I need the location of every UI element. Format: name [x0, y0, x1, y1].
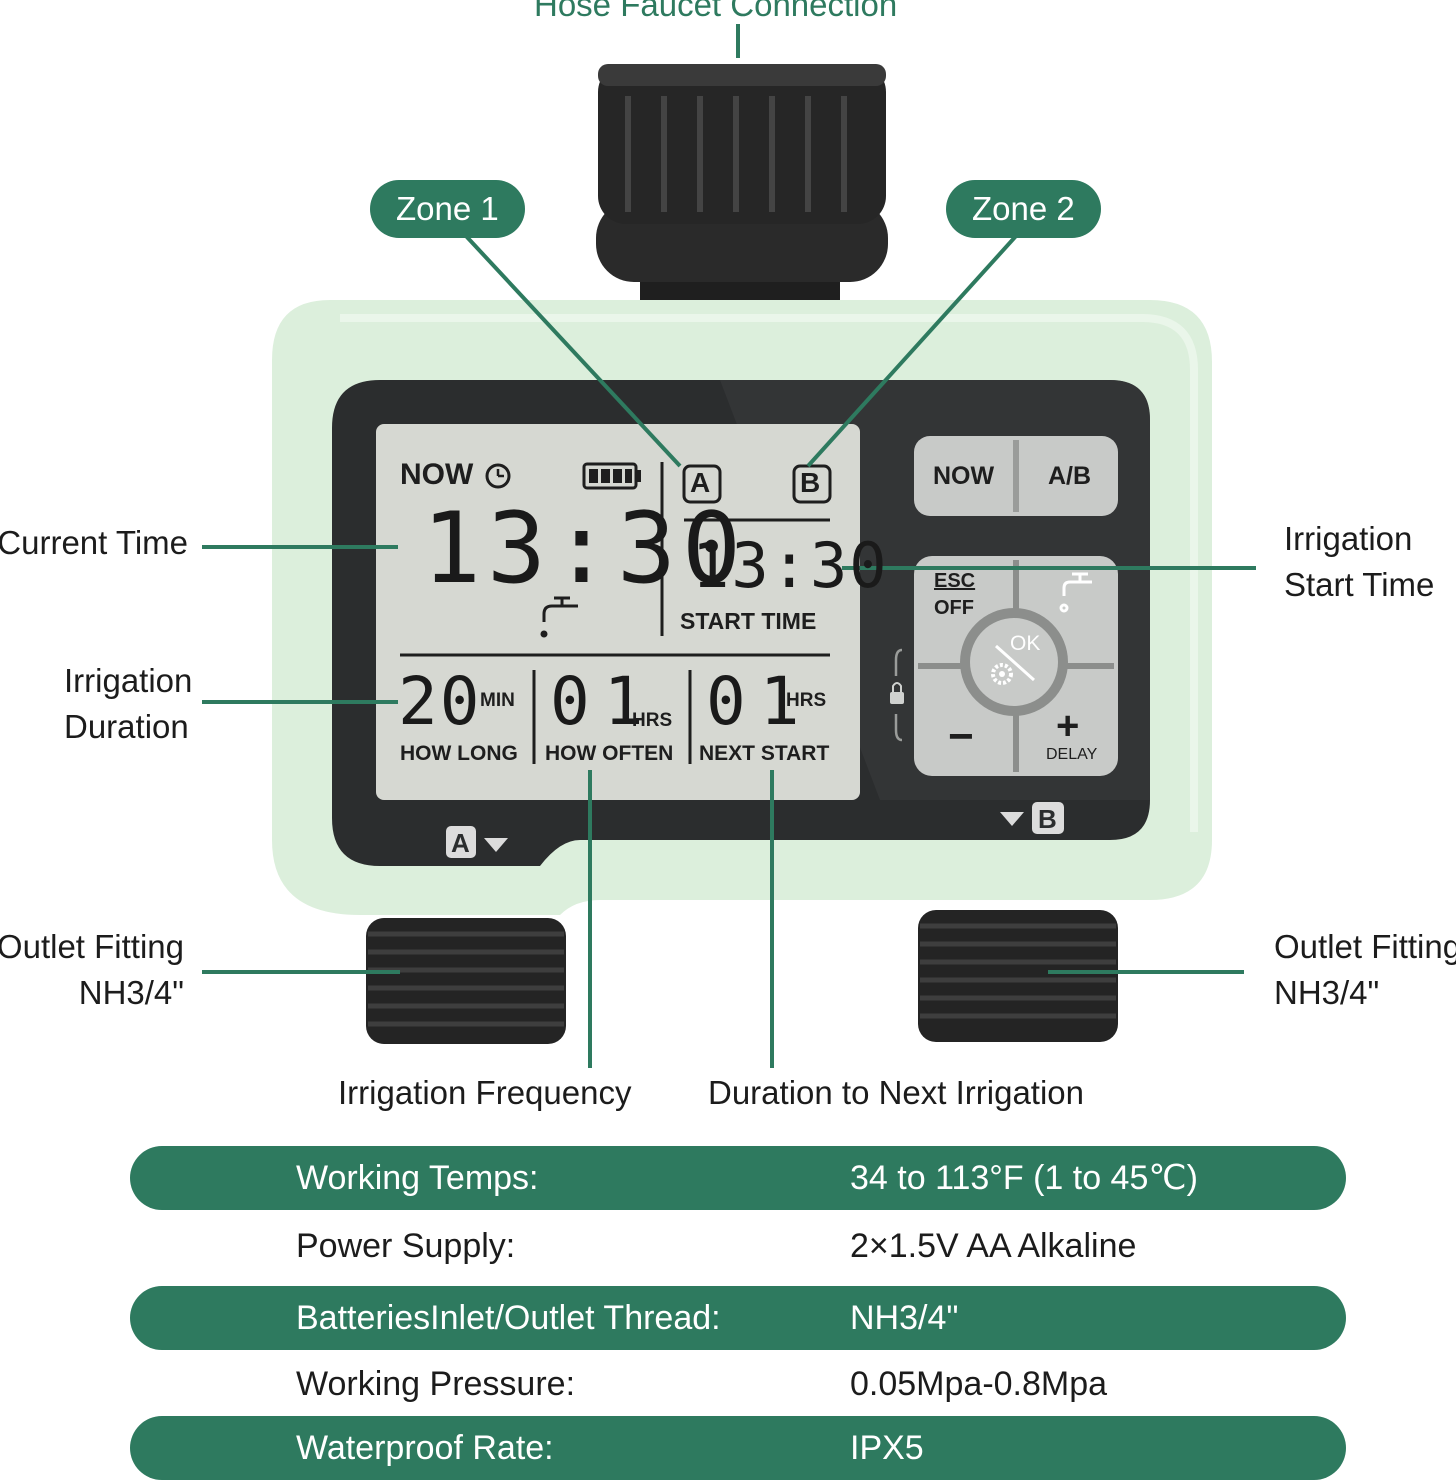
off-label: OFF [934, 597, 974, 619]
outlet-b-mark-letter: B [1038, 804, 1057, 834]
spec-key: Waterproof Rate: [296, 1429, 554, 1467]
lock-icon [890, 648, 904, 742]
now-button[interactable]: NOW [933, 462, 995, 490]
manual-water-icon [1059, 572, 1092, 613]
spec-row: Working Pressure: 0.05Mpa-0.8Mpa [130, 1352, 1346, 1416]
outlet-a-mark-letter: A [451, 828, 470, 858]
zone-b-indicator-box [792, 464, 832, 504]
lcd-zone-a-letter: A [690, 467, 711, 498]
irrigation-start-time-label-line1: Irrigation [1284, 520, 1413, 557]
current-time-label: Current Time [0, 524, 188, 561]
lcd-now-label: NOW [400, 458, 474, 491]
leader-lines [202, 24, 1256, 1068]
lcd-current-time: 13:30 [422, 492, 748, 606]
outlet-fitting-right-label-line2: NH3/4" [1274, 974, 1380, 1011]
zone-1-pill: Zone 1 [370, 180, 525, 238]
clock-icon [485, 463, 511, 489]
outlet-a-mark-box [446, 826, 476, 858]
outlet-b-mark-box [1032, 802, 1064, 834]
battery-icon [582, 462, 641, 490]
spec-row: Power Supply: 2×1.5V AA Alkaline [130, 1214, 1346, 1278]
esc-button[interactable]: ESC [934, 570, 976, 592]
outlet-fitting-a [366, 918, 566, 1044]
outlet-fitting-right-label-line1: Outlet Fitting [1274, 928, 1456, 965]
spec-row: Working Temps: 34 to 113°F (1 to 45℃) [130, 1146, 1346, 1210]
spec-key: Working Temps: [296, 1159, 539, 1197]
lcd-next-start-value: 01 [706, 663, 814, 740]
faucet-icon [540, 596, 578, 638]
gear-icon [991, 663, 1013, 685]
spec-value: IPX5 [850, 1429, 924, 1467]
lcd-start-time: 13:30 [692, 529, 889, 602]
lcd-dividers [400, 462, 830, 764]
spec-row: BatteriesInlet/Outlet Thread: NH3/4" [130, 1286, 1346, 1350]
lcd-screen [376, 424, 860, 800]
delay-label: DELAY [1046, 746, 1098, 763]
outlet-fitting-b [918, 910, 1118, 1042]
lcd-how-often-label: HOW OFTEN [545, 742, 674, 765]
irrigation-duration-label-line2: Duration [64, 708, 189, 745]
outlet-a-arrow-icon [484, 838, 508, 852]
lcd-zone-b-letter: B [800, 467, 821, 498]
irrigation-duration-label-line1: Irrigation [64, 662, 193, 699]
hose-faucet-connection-label: Hose Faucet Connection [534, 0, 898, 23]
hose-faucet-connector [596, 64, 888, 314]
lcd-how-long-value: 20 [398, 663, 482, 740]
lcd-how-long-label: HOW LONG [400, 742, 518, 765]
ab-button[interactable]: A/B [1048, 462, 1092, 490]
ok-label: OK [1010, 632, 1041, 655]
zone-2-pill: Zone 2 [946, 180, 1101, 238]
plus-button[interactable]: + [1056, 704, 1080, 748]
spec-value: 34 to 113°F (1 to 45℃) [850, 1159, 1198, 1197]
spec-row: Waterproof Rate: IPX5 [130, 1416, 1346, 1480]
duration-to-next-irrigation-label: Duration to Next Irrigation [708, 1074, 1085, 1111]
spec-value: 2×1.5V AA Alkaline [850, 1227, 1137, 1265]
irrigation-start-time-label-line2: Start Time [1284, 566, 1435, 603]
outlet-fitting-left-label-line1: Outlet Fitting [0, 928, 184, 965]
lcd-how-long-unit: MIN [480, 690, 515, 711]
lcd-how-often-value: 01 [550, 663, 658, 740]
outlet-b-arrow-icon [1000, 812, 1024, 826]
spec-key: Working Pressure: [296, 1365, 576, 1403]
lcd-start-time-label: START TIME [680, 608, 817, 634]
lcd-how-often-unit: HRS [632, 710, 673, 731]
spec-value: 0.05Mpa-0.8Mpa [850, 1365, 1108, 1403]
minus-button[interactable]: − [948, 712, 974, 761]
spec-value: NH3/4" [850, 1299, 959, 1337]
timer-device-illustration [202, 24, 1256, 1068]
lcd-next-start-unit: HRS [786, 690, 827, 711]
outlet-fitting-left-label-line2: NH3/4" [78, 974, 184, 1011]
zone-a-indicator-box [682, 464, 722, 504]
lcd-next-start-label: NEXT START [699, 742, 830, 765]
spec-key: BatteriesInlet/Outlet Thread: [296, 1299, 721, 1337]
irrigation-frequency-label: Irrigation Frequency [338, 1074, 632, 1111]
spec-key: Power Supply: [296, 1227, 516, 1265]
